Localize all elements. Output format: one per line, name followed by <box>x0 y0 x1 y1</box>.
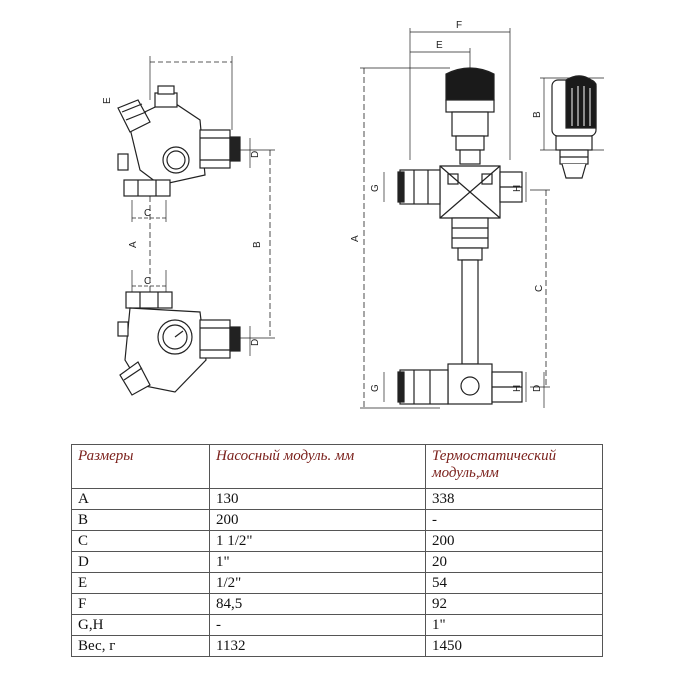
row-label: F <box>71 593 210 615</box>
row-label: G,H <box>71 614 210 636</box>
row-label: C <box>71 530 210 552</box>
table-row: B 200 - <box>71 509 603 531</box>
pump-value: 84,5 <box>209 593 426 615</box>
thermo-value: 338 <box>425 488 603 510</box>
dim-label-c-bottom: C <box>144 276 151 287</box>
dim-label-d-thermo: D <box>532 385 543 392</box>
dim-label-a-thermo: A <box>350 235 361 242</box>
dim-label-a-pump: A <box>128 241 139 248</box>
thermo-value: 1450 <box>425 635 603 657</box>
thermostatic-head-drawing <box>540 75 604 179</box>
row-label: A <box>71 488 210 510</box>
dim-label-b-head: B <box>532 111 543 118</box>
dim-label-g-top: G <box>370 184 381 192</box>
dim-label-d-top: D <box>250 151 261 158</box>
dim-label-d-bottom: D <box>250 339 261 346</box>
table-row: C 1 1/2" 200 <box>71 530 603 552</box>
pump-value: 1132 <box>209 635 426 657</box>
dim-label-h-bottom: H <box>512 385 523 392</box>
pump-value: 1" <box>209 551 426 573</box>
dim-label-b-pump: B <box>252 241 263 248</box>
technical-drawing: E C A C B D D F E A G G H H D C B <box>102 20 604 409</box>
table-row: F 84,5 92 <box>71 593 603 615</box>
dim-label-e: E <box>102 97 113 104</box>
row-label: B <box>71 509 210 531</box>
pump-value: 1/2" <box>209 572 426 594</box>
dimensions-table: Размеры Насосный модуль. мм Термостатиче… <box>71 444 603 657</box>
table-row: G,H - 1" <box>71 614 603 636</box>
table-row: E 1/2" 54 <box>71 572 603 594</box>
header-cell-dimensions: Размеры <box>71 444 210 489</box>
dim-label-c-thermo: C <box>534 285 545 292</box>
thermostatic-module-drawing <box>360 28 550 409</box>
dim-label-e-thermo: E <box>436 40 443 51</box>
pump-value: 200 <box>209 509 426 531</box>
dimension-labels: E C A C B D D F E A G G H H D C B <box>102 20 545 392</box>
dim-label-f: F <box>456 20 462 31</box>
pump-value: 130 <box>209 488 426 510</box>
thermo-value: 20 <box>425 551 603 573</box>
thermo-value: 54 <box>425 572 603 594</box>
thermo-value: - <box>425 509 603 531</box>
thermo-value: 92 <box>425 593 603 615</box>
table-row: A 130 338 <box>71 488 603 510</box>
table-row: Вес, г 1132 1450 <box>71 635 603 657</box>
row-label: Вес, г <box>71 635 210 657</box>
header-cell-thermo-module: Термостатический модуль,мм <box>425 444 603 489</box>
row-label: D <box>71 551 210 573</box>
row-label: E <box>71 572 210 594</box>
pump-module-drawing <box>117 56 275 396</box>
pump-value: 1 1/2" <box>209 530 426 552</box>
header-cell-pump-module: Насосный модуль. мм <box>209 444 426 489</box>
dim-label-h-top: H <box>512 185 523 192</box>
table-header-row: Размеры Насосный модуль. мм Термостатиче… <box>71 444 603 489</box>
table-row: D 1" 20 <box>71 551 603 573</box>
thermo-value: 200 <box>425 530 603 552</box>
pump-value: - <box>209 614 426 636</box>
dim-label-c-top: C <box>144 208 151 219</box>
dim-label-g-bottom: G <box>370 384 381 392</box>
thermo-value: 1" <box>425 614 603 636</box>
